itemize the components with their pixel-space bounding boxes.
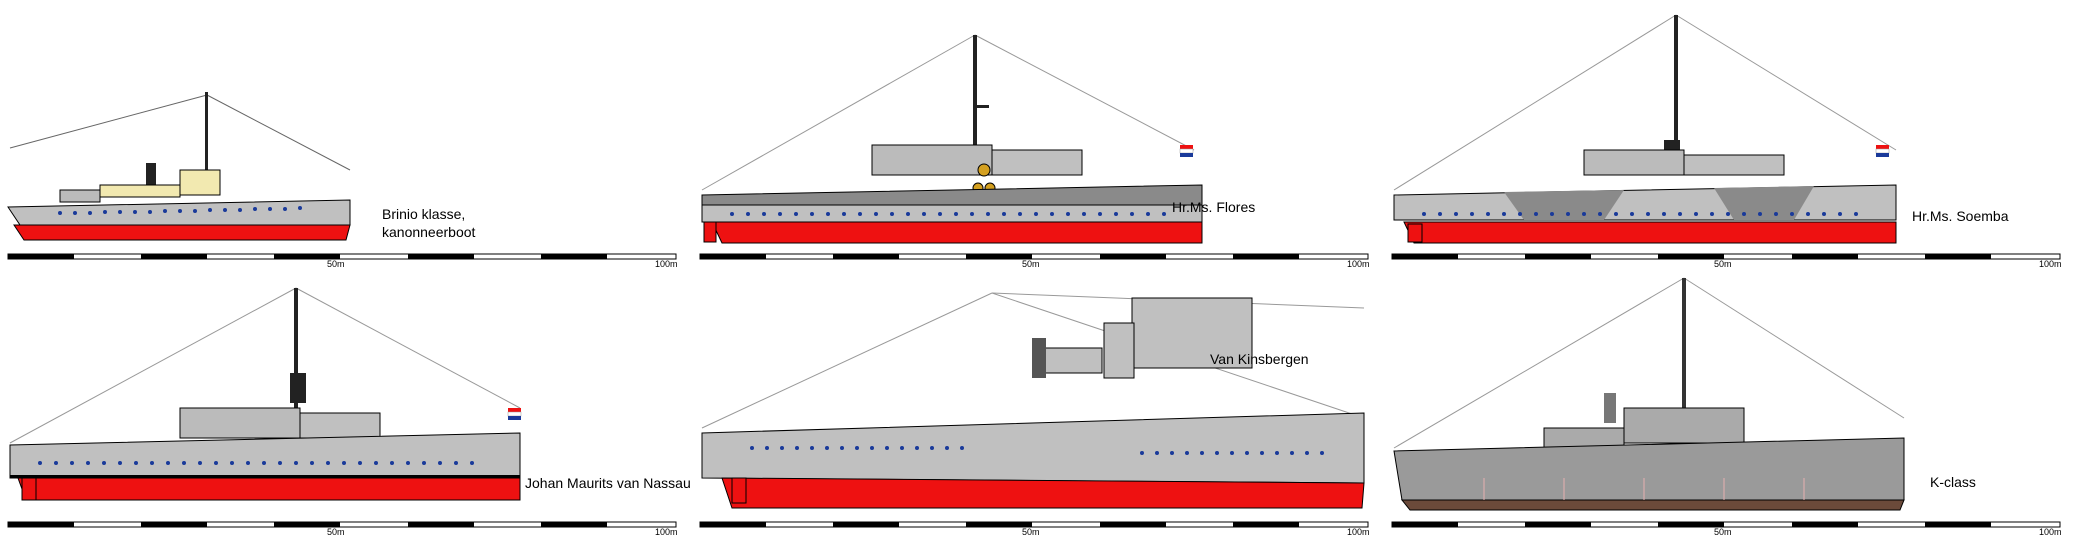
scale-mid-label: 50m	[327, 259, 345, 269]
scale-end-label: 100m	[1347, 259, 1370, 269]
scale-end-label: 100m	[1347, 527, 1370, 537]
scale-end-label: 100m	[2039, 259, 2062, 269]
panel-johan-maurits: Johan Maurits van Nassau 50m 100m	[0, 268, 692, 537]
panel-flores: Hr.Ms. Flores 50m 100m	[692, 0, 1384, 269]
scale-end-label: 100m	[2039, 527, 2062, 537]
ship-name-brinio: Brinio klasse, kanonneerboot	[382, 206, 476, 240]
ship-name-johan-maurits: Johan Maurits van Nassau	[525, 475, 691, 491]
ship-drawing-van-kinsbergen	[699, 292, 1369, 528]
scale-mid-label: 50m	[1022, 527, 1040, 537]
ship-name-van-kinsbergen: Van Kinsbergen	[1210, 351, 1309, 367]
scale-mid-label: 50m	[1022, 259, 1040, 269]
scale-mid-label: 50m	[327, 527, 345, 537]
ship-drawing-johan-maurits	[7, 287, 677, 528]
ship-drawing-k-class	[1391, 277, 2061, 528]
panel-soemba: Hr.Ms. Soemba 50m 100m	[1384, 0, 2075, 269]
ship-name-flores: Hr.Ms. Flores	[1172, 199, 1256, 215]
scale-mid-label: 50m	[1714, 259, 1732, 269]
panel-k-class: K-class 50m 100m	[1384, 268, 2075, 537]
panel-van-kinsbergen: Van Kinsbergen 50m 100m	[692, 268, 1384, 537]
scale-mid-label: 50m	[1714, 527, 1732, 537]
ship-drawing-soemba	[1391, 14, 2061, 260]
ship-name-k-class: K-class	[1930, 474, 1976, 490]
scale-end-label: 100m	[655, 527, 678, 537]
panel-brinio: Brinio klasse, kanonneerboot 50m 100m	[0, 0, 692, 269]
ship-drawing-brinio	[7, 92, 677, 260]
ship-name-soemba: Hr.Ms. Soemba	[1912, 208, 2009, 224]
scale-end-label: 100m	[655, 259, 678, 269]
ship-drawing-flores	[699, 34, 1369, 260]
